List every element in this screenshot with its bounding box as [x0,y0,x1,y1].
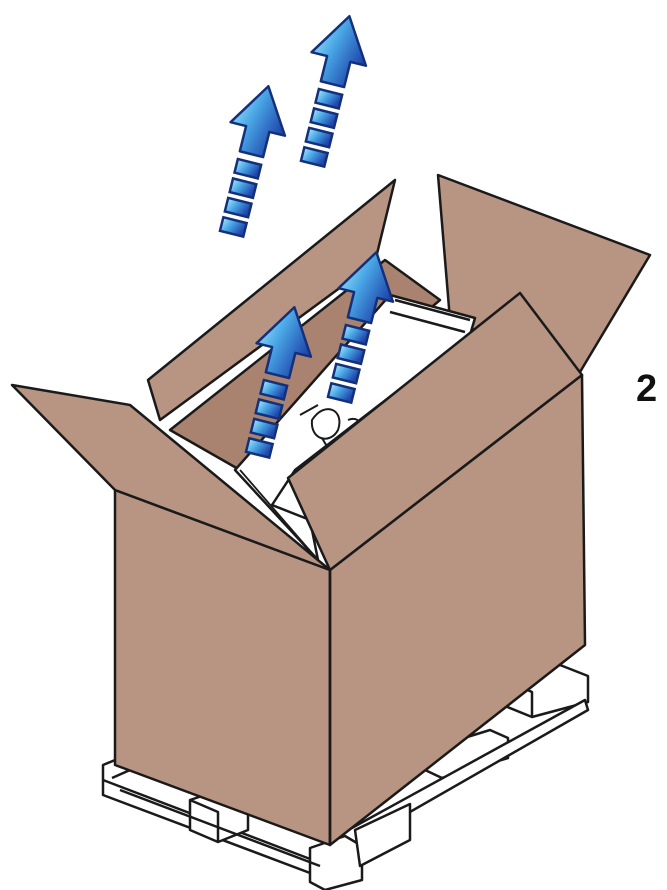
up-arrow-icon [283,7,379,173]
up-arrow-icon [202,77,298,243]
step-number: 2 [636,368,658,410]
cardboard-box [10,173,652,847]
